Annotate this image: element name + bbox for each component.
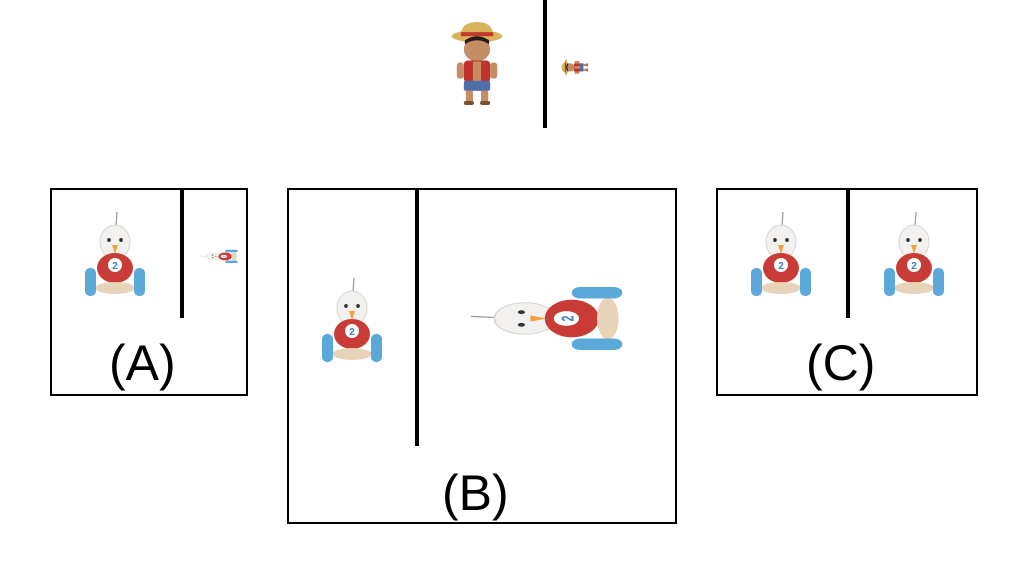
panel-b-chick-rotated-large [469,256,639,380]
panel-c-divider-line [846,190,850,318]
straw-hat-figure-icon [451,22,503,105]
panel-b-label: (B) [442,465,509,521]
chick-toy-car-icon [469,285,624,352]
panel-b-chick-upright [321,277,383,366]
panel-a-divider-line [180,190,184,318]
chick-toy-car-icon [883,211,945,297]
chick-toy-car-icon [750,211,812,297]
top-divider-line [543,0,547,128]
panel-a-chick-rotated [198,238,242,268]
panel-c-chick-left [750,211,812,300]
panel-c-label: (C) [806,335,876,391]
panel-c: (C) [716,188,978,396]
panel-a-label: (A) [109,335,176,391]
chick-toy-car-icon [84,211,146,297]
top-figure-rotated [559,47,603,81]
panel-a: (A) [50,188,248,396]
panel-b-divider-line [415,190,419,446]
chick-toy-car-icon [199,249,239,264]
straw-hat-figure-icon [561,59,588,76]
chick-toy-car-icon [321,277,383,363]
panel-b: (B) [287,188,677,524]
panel-c-chick-right [883,211,945,300]
top-figure-upright [446,20,508,106]
panel-a-chick-upright [84,211,146,300]
